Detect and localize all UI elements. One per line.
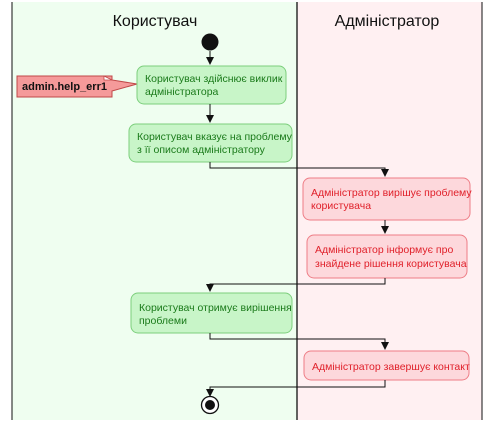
node-user-receive-solution-line2: проблеми [139,315,187,327]
node-user-receive-solution-line1: Користувач отримує вирішення [139,302,292,314]
user-lane-title: Користувач [113,13,198,30]
edge-n5-n6 [209,333,389,350]
node-user-call-admin-line2: адміністратора [145,86,219,98]
admin-lane-title: Адміністратор [335,13,440,30]
end-node-inner [205,400,215,410]
node-admin-solve-problem-line1: Адміністратор вирішує проблему [311,187,472,199]
node-admin-end-contact-line1: Адміністратор завершує контакт [312,361,470,373]
edge-n4-n5 [206,278,386,292]
note-text: admin.help_err1 [22,81,107,93]
node-user-receive-solution [130,292,293,334]
node-admin-inform-solution [306,234,468,279]
node-admin-inform-solution-line2: знайдене рішення користувача [315,258,467,270]
node-user-call-admin-line1: Користувач здійснює виклик [145,73,283,85]
user-lane [12,2,297,420]
node-user-describe-problem-line1: Користувач вказує на проблему [137,131,293,143]
start-node [201,33,219,51]
note-callout [16,75,138,98]
node-admin-solve-problem-line2: користувача [311,200,371,212]
edge-n2-n3 [209,162,389,177]
edge-n6-end [206,380,386,397]
node-user-describe-problem [128,123,293,163]
node-user-call-admin [136,65,287,105]
node-admin-end-contact [303,350,470,381]
node-admin-solve-problem [302,177,471,221]
note-fold [103,75,113,81]
node-admin-inform-solution-line1: Адміністратор інформує про [315,244,453,256]
node-user-describe-problem-line2: з її описом адміністратору [137,144,266,156]
